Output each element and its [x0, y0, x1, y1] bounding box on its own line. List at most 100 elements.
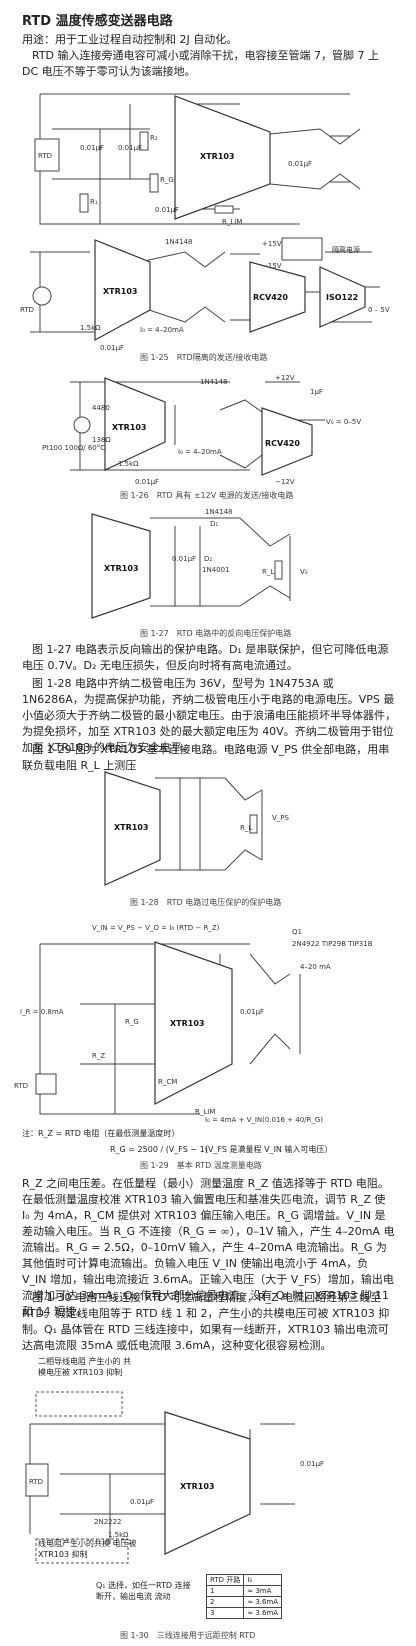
rg-resistor [149, 173, 159, 193]
caption-1-27: 图 1-27 RTD 电路中的反向电压保护电路 [140, 629, 292, 638]
figure-1-28: XTR103 R_L V_PS [104, 771, 290, 886]
rz-label: R_Z [92, 1052, 105, 1060]
table-cell: 1 [205, 1585, 245, 1597]
paragraph-1-29: 图 1-29 图为 XTR103 基本连接电路。电路电源 V_PS 供全部电路，… [22, 743, 390, 772]
d2-part-label: 1N4001 [202, 566, 230, 574]
xtr103-label: XTR103 [104, 564, 138, 573]
pt100-sensor [73, 416, 91, 434]
rlim-resistor [214, 205, 234, 214]
vin-equation: V_IN = V_PS − V_O = I₀ (RTD − R_Z) [92, 924, 220, 932]
rcv420-label: RCV420 [265, 439, 300, 448]
figure-1-30: RTD XTR103 2N2222 1.5kΩ 0.01μF 0.01μF [25, 1391, 324, 1564]
paragraph-1-30: 图 1-30 电路三线连接 RTD 可提高量程精度，R_Z 电流回路经第三线至 … [22, 1291, 390, 1352]
iso122-label: ISO122 [326, 293, 358, 302]
pt100-label: Pt100 100Ω/ 60°C [42, 444, 105, 452]
output-label: 0 – 5V [368, 306, 390, 314]
xtr103-chip [91, 513, 151, 619]
note-formula-explanation: （V_FS 是满量程 V_IN 输入可电压） [200, 1145, 333, 1154]
r1-label: 4480 [92, 404, 110, 412]
plus12-label: +12V [275, 374, 295, 382]
r2-label: 138Ω [92, 436, 111, 444]
d1-label: D₁ [210, 520, 218, 528]
xtr103-label: XTR103 [103, 287, 137, 296]
r1-resistor [79, 193, 89, 213]
note-formula: R_G = 2500 / (V_FS − 1) [110, 1145, 208, 1154]
resistor-label: 1.5kΩ [108, 1531, 129, 1539]
io-label: I₀ = 4–20mA [178, 448, 222, 456]
diode-label: 1N4148 [200, 378, 228, 386]
rl-label: R_L [240, 824, 252, 832]
cap1-label: 0.01μF [80, 144, 104, 152]
rtd-sensor [35, 1073, 57, 1095]
caption-1-28: 图 1-28 RTD 电路过电压保护的保护电路 [130, 898, 282, 907]
table-row: 1 ≈ 3mA [205, 1585, 283, 1597]
d1-part-label: 1N4148 [205, 508, 233, 516]
rtd-label: RTD [14, 1082, 28, 1090]
table-cell: 3 [205, 1607, 245, 1619]
paragraph-1-28: 图 1-28 电路中齐纳二极管电压为 36V，型号为 1N4753A 或 1N6… [22, 677, 396, 754]
q-label: 2N2222 [94, 1518, 122, 1526]
annotation-box-top [35, 1391, 123, 1417]
page-title: RTD 温度传感变送器电路 [22, 14, 173, 29]
r3-label: 1.5kΩ [118, 460, 139, 468]
xtr103-chip [174, 95, 271, 220]
io-label: 4–20 mA [300, 963, 331, 971]
xtr103-chip [154, 941, 233, 1105]
ir-label: I_R = 0.8mA [20, 1008, 64, 1016]
cap-label: 0.01μF [135, 478, 159, 486]
xtr103-label: XTR103 [170, 1019, 204, 1028]
rcv420-label: RCV420 [253, 293, 288, 302]
intro-description: RTD 输入连接旁通电容可减小或消除干扰，电容接至管端 7，管脚 7 上 DC … [22, 49, 380, 78]
annotation-box-bottom [35, 1538, 129, 1564]
diode-label: 1N4148 [165, 238, 193, 246]
rtd-sensor [32, 286, 52, 306]
cap3-label: 0.01μF [155, 206, 179, 214]
rcv420-chip [249, 261, 306, 333]
rcm-label: R_CM [158, 1078, 177, 1086]
minus15-label: −15V [262, 262, 282, 270]
rcv420-chip [261, 407, 313, 476]
xtr103-label: XTR103 [180, 1482, 214, 1491]
note-rz: 注：R_Z = RTD 电阻（在最低测量温度时） [22, 1129, 180, 1138]
rlim-label: R_LIM [222, 218, 242, 226]
figure-1-29: V_IN = V_PS − V_O = I₀ (RTD − R_Z) Q1 2N… [14, 924, 373, 1124]
rtd-label: RTD [20, 306, 34, 314]
xtr103-chip [104, 377, 166, 471]
isolated-power-box [281, 237, 323, 261]
table-cell: 2 [205, 1596, 245, 1608]
figure-1-25: RTD XTR103 RCV420 ISO122 隔离电源 +15V −15V … [20, 237, 390, 352]
cap-label: 0.01μF [100, 344, 124, 352]
vps-label: V_PS [272, 814, 290, 822]
xtr103-label: XTR103 [112, 423, 146, 432]
isolated-power-label: 隔离电源 [332, 245, 360, 254]
q1-label: Q1 [292, 928, 302, 936]
xtr103-chip [104, 771, 161, 886]
cap-label: 0.01μF [172, 555, 196, 563]
cap-label: 0.01μF [130, 1498, 154, 1506]
cap-label: 0.01μF [240, 1008, 264, 1016]
xtr103-chip [94, 239, 151, 342]
table-head-io: I₀ [243, 1574, 283, 1586]
table-row: 3 ≈ 3.6mA [205, 1607, 283, 1619]
r2-resistor [139, 131, 149, 151]
rl-resistor [249, 814, 258, 834]
output-label: V₀ = 0–5V [326, 418, 361, 426]
io-label: I₀ = 4–20mA [140, 326, 184, 334]
figure-1-26: Pt100 100Ω/ 60°C XTR103 RCV420 1N4148 44… [42, 374, 361, 486]
annotation-top: 二相导线电阻 产生小的 共模电压被 XTR103 抑制 [38, 1357, 132, 1377]
q1-parts-label: 2N4922 TIP29B TIP31B [292, 940, 373, 948]
rtd-sensor [34, 138, 60, 172]
xtr103-label: XTR103 [200, 152, 234, 161]
cap4-label: 0.01μF [288, 160, 312, 168]
caption-1-29: 图 1-29 基本 RTD 温度测量电路 [140, 1161, 262, 1170]
minus12-label: −12V [275, 478, 295, 486]
caption-1-25: 图 1-25 RTD隔离的发送/接收电路 [140, 353, 268, 362]
table-cell: ≈ 3.6mA [243, 1596, 283, 1608]
figure-rtd-bypass: RTD XTR103 R₂ R_G R₁ R_LIM 0.01μF 0.01μF… [34, 93, 361, 226]
paragraph-body: R_Z 之间电压差。在低量程（最小）测量温度 R_Z 值选择等于 RTD 电阻。… [22, 1177, 395, 1318]
figure-1-27: XTR103 1N4148 D₁ D₂ 1N4001 0.01μF R_L V₀ [91, 508, 308, 619]
r2-label: R₂ [150, 134, 158, 142]
rlim-label: R_LIM [195, 1108, 215, 1116]
r1-label: R₁ [90, 198, 98, 206]
rl-label: R_L [262, 568, 274, 576]
